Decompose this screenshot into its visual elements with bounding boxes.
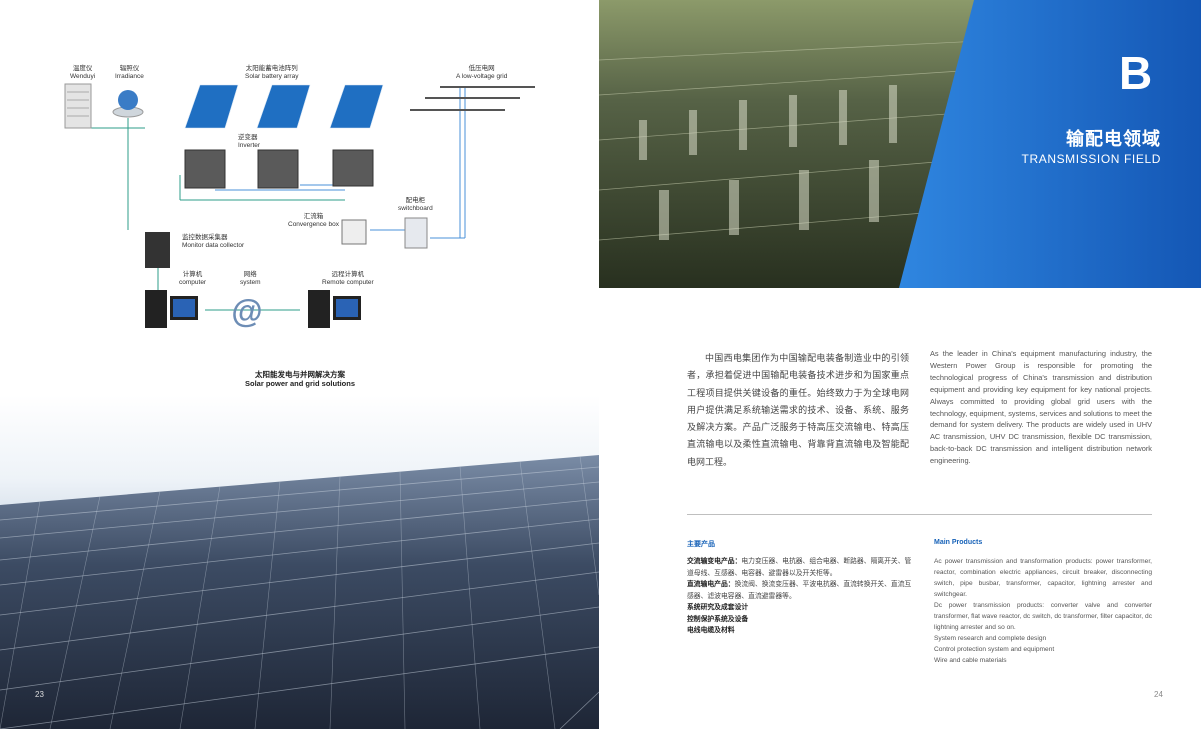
product-line3-en: System research and complete design <box>934 635 1047 642</box>
intro-paragraph-en: As the leader in China's equipment manuf… <box>930 349 1152 466</box>
blue-banner <box>899 0 1201 288</box>
divider <box>687 514 1152 515</box>
solar-panel-icon <box>184 84 384 129</box>
section-letter: B <box>1119 47 1153 99</box>
irradiance-icon <box>112 90 144 118</box>
diagram-caption-en: Solar power and grid solutions <box>244 379 355 388</box>
substation-photo <box>599 0 1201 288</box>
products-list-en: Ac power transmission and transformation… <box>934 556 1152 666</box>
convergence-box-icon <box>341 219 367 245</box>
page-number-left: 23 <box>35 690 44 699</box>
section-title-en: TRANSMISSION FIELD <box>1021 152 1161 166</box>
network-icon: @ <box>231 293 262 329</box>
main-products-title-cn: 主要产品 <box>687 541 715 548</box>
product-dc-cn: 直流输电产品：换流阀、换流变压器、平波电抗器、直流转换开关、直流互感器、滤波电容… <box>687 581 912 600</box>
remote-computer-icon <box>308 290 361 328</box>
page-number-right: 24 <box>1154 690 1163 699</box>
product-line5-en: Wire and cable materials <box>934 657 1007 664</box>
product-line3-cn: 系统研究及成套设计 <box>687 604 749 611</box>
solar-panel-field <box>0 455 599 729</box>
data-collector-icon <box>145 232 170 268</box>
section-title-cn: 输配电领域 <box>1066 129 1161 149</box>
product-ac-en: Ac power transmission and transformation… <box>934 558 1152 598</box>
diagram-caption-cn: 太阳能发电与并网解决方案 <box>255 370 345 379</box>
product-line5-cn: 电线电缆及材料 <box>687 627 735 634</box>
switchboard-icon <box>404 217 428 249</box>
solar-grid-diagram: @ <box>64 83 535 329</box>
product-line4-en: Control protection system and equipment <box>934 646 1055 653</box>
product-ac-cn: 交流输变电产品：电力变压器、电抗器、组合电器、断路器、隔离开关、管道母线、互感器… <box>687 558 912 577</box>
solar-panel-photo <box>0 395 599 729</box>
right-page: B 输配电领域 TRANSMISSION FIELD 中国西电集团作为中国输配电… <box>599 0 1201 729</box>
product-dc-en: Dc power transmission products: converte… <box>934 602 1152 631</box>
products-list-cn: 交流输变电产品：电力变压器、电抗器、组合电器、断路器、隔离开关、管道母线、互感器… <box>687 556 913 637</box>
thermometer-icon <box>64 83 92 129</box>
product-line4-cn: 控制保护系统及设备 <box>687 615 749 623</box>
computer-icon <box>145 290 198 328</box>
main-products-title-en: Main Products <box>934 539 983 546</box>
inverter-icon <box>184 149 374 189</box>
intro-paragraph-cn: 中国西电集团作为中国输配电装备制造业中的引领者，承担着促进中国输配电装备技术进步… <box>687 353 909 467</box>
